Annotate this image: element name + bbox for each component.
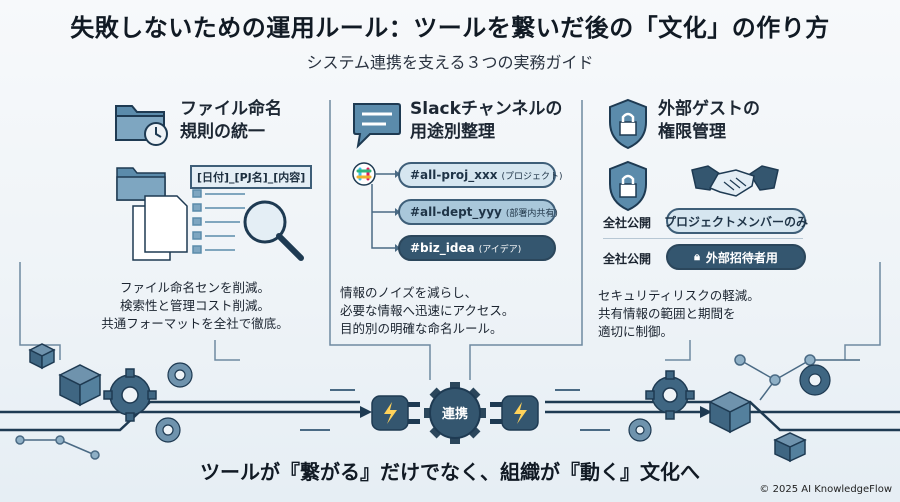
section3-description: セキュリティリスクの軽減。 共有情報の範囲と期間を 適切に制御。 [598,288,760,339]
page-subtitle: システム連携を支える３つの実務ガイド [306,53,594,72]
lock-icon: 🔒︎ [694,250,700,263]
gear-icon-small [167,362,193,388]
access-label-1: 全社公開 [603,216,652,230]
hub-label: 連携 [441,407,468,422]
copyright: © 2025 AI KnowledgeFlow [759,484,892,495]
section1-description: ファイル命名センを削減。 検索性と管理コスト削減。 共通フォーマットを全社で徹底… [101,280,289,331]
chat-bubble-icon [353,103,401,149]
folder-clock-icon [115,105,168,146]
handshake-icon [691,165,779,197]
document-search-illustration [116,167,304,261]
shield-lock-icon [609,98,647,150]
plug-icon-left [371,395,420,431]
shield-lock-icon-small [609,160,647,212]
channel-pill-idea: #biz_idea(アイデア) [398,235,556,261]
channel-pill-dept: #all-dept_yyy(部署内共有) [398,199,558,225]
channel-pill-proj: #all-proj_xxx(プロジェクト) [398,162,562,188]
access-label-2: 全社公開 [603,252,652,266]
gear-icon-far-right [799,364,831,396]
gear-icon-right [628,370,695,442]
channel-tree [352,162,400,252]
bottom-message: ツールが『繋がる』だけでなく、組織が『動く』文化へ [200,460,700,484]
connection-hub [371,382,539,444]
gear-icon [103,368,181,443]
section3-title: 外部ゲストの 権限管理 [658,99,760,142]
section2-title: Slackチャンネルの 用途別整理 [410,99,563,142]
naming-format-tag: [日付]_[PJ名]_[内容] [190,165,313,189]
section2-description: 情報のノイズを減らし、 必要な情報へ迅速にアクセス。 目的別の明確な命名ルール。 [340,285,515,336]
page-title: 失敗しないための運用ルール：ツールを繋いだ後の「文化」の作り方 [70,14,830,42]
access-pill-members: プロジェクトメンバーのみ [664,208,808,234]
access-pill-external: 🔒︎ 外部招待者用 [666,244,806,270]
cube-icon-left [58,364,102,407]
slack-icon [352,162,376,186]
connector-line-right [469,100,583,380]
connector-line-left [329,100,431,380]
plug-icon-right [490,395,539,431]
section1-title: ファイル命名 規則の統一 [180,99,282,142]
cube-icon-right [708,391,807,463]
